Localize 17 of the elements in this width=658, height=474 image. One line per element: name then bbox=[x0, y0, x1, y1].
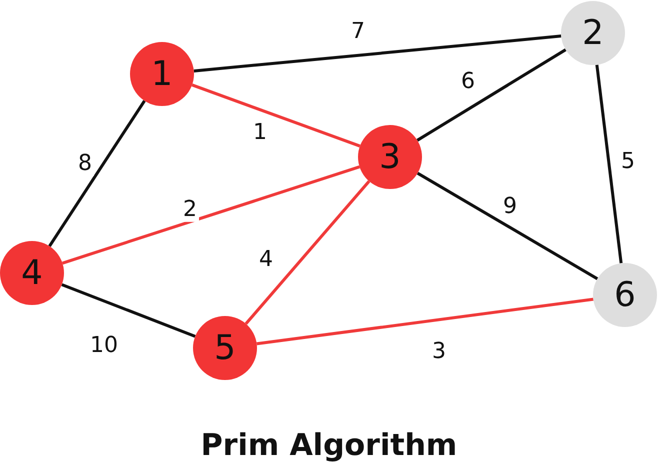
graph-vertex: 1 bbox=[130, 42, 194, 106]
edge-line bbox=[256, 298, 594, 346]
edge-line bbox=[48, 100, 146, 248]
graph-vertex: 2 bbox=[561, 1, 625, 65]
edge-line bbox=[244, 180, 370, 325]
graph-vertex: 5 bbox=[193, 316, 257, 380]
edge-line bbox=[416, 172, 598, 280]
edge-line bbox=[61, 283, 196, 338]
edge-line bbox=[62, 165, 360, 265]
edge-line bbox=[192, 84, 360, 148]
edge-line bbox=[416, 48, 566, 142]
edge-line bbox=[595, 64, 623, 264]
graph-vertex: 3 bbox=[358, 125, 422, 189]
diagram-title: Prim Algorithm bbox=[200, 428, 458, 463]
graph-vertex: 6 bbox=[593, 263, 657, 327]
graph-vertex: 4 bbox=[0, 241, 64, 305]
edge-line bbox=[194, 34, 562, 72]
